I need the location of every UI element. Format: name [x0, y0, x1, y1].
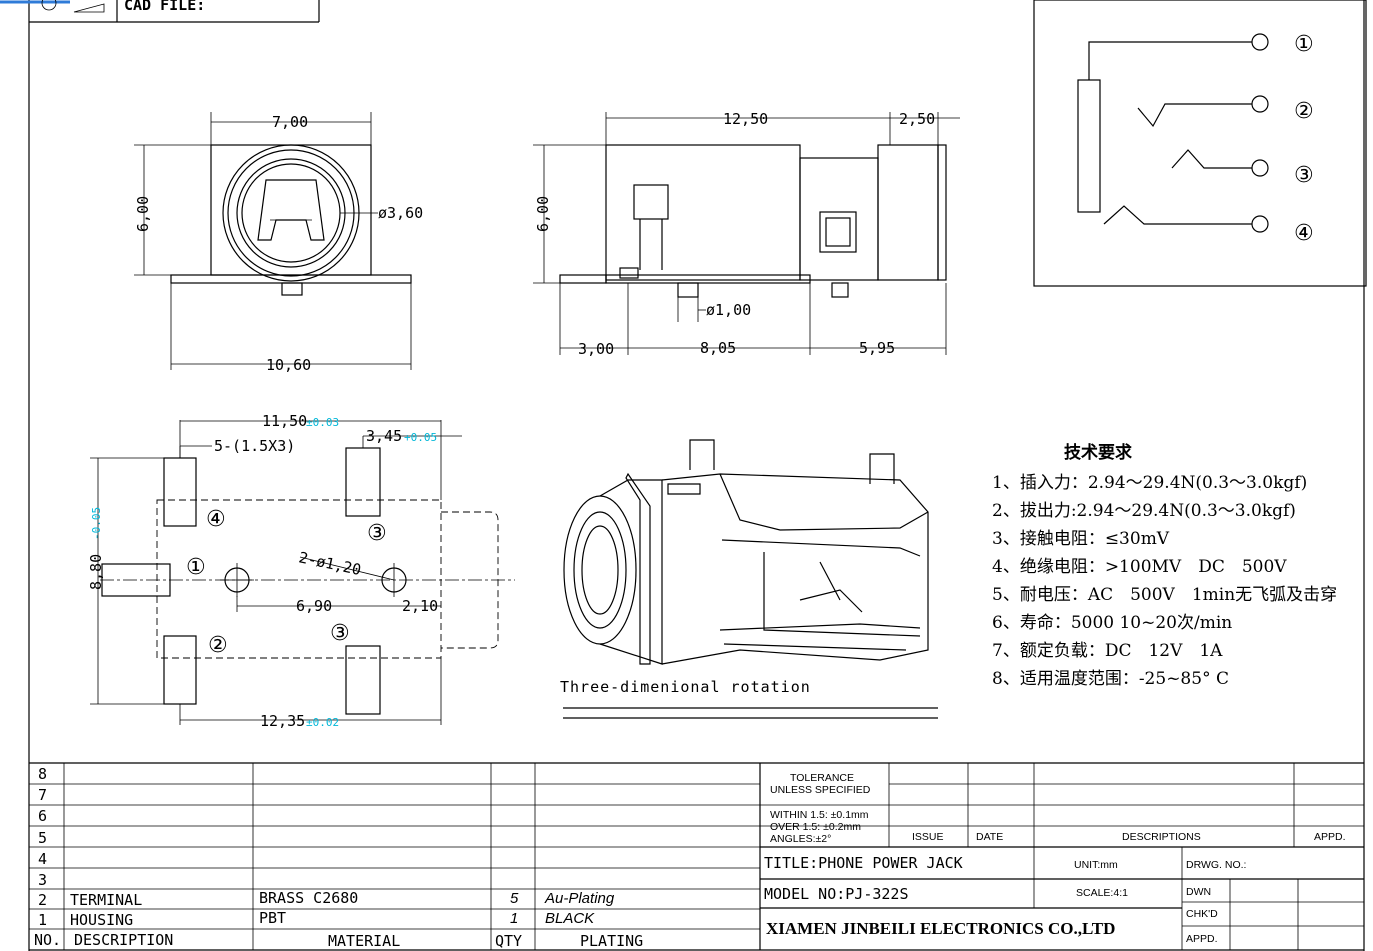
dim-side-left: 3,00: [578, 340, 614, 358]
pad-1: [101, 563, 171, 597]
dwn-label: DWN: [1186, 886, 1211, 898]
dim-footprint-hole-right: 2,10: [402, 597, 438, 615]
requirement-7: 7、额定负载：DC 12V 1A: [992, 641, 1223, 661]
bom-row-number-2: 2: [38, 891, 47, 909]
pad-4: [163, 457, 197, 527]
dim-footprint-right: 3,45: [366, 427, 402, 445]
bom-housing-plating: BLACK: [545, 910, 595, 927]
dim-side-right: 5,95: [859, 339, 895, 357]
schematic-pin-3: ③: [1294, 163, 1314, 188]
bom-terminal-plating: Au-Plating: [544, 890, 615, 907]
requirement-2: 2、拔出力:2.94～29.4N(0.3～3.0kgf): [992, 501, 1296, 521]
schematic-pin-2: ②: [1294, 99, 1314, 124]
projection-symbol-icon: [41, 0, 57, 11]
bom-header-qty: QTY: [495, 932, 522, 950]
requirement-8: 8、适用温度范围：-25~85° C: [992, 669, 1229, 689]
iso-caption: Three-dimenional rotation: [560, 678, 811, 696]
dim-side-height: 6,00: [534, 196, 552, 232]
dim-footprint-height: 8,80: [87, 554, 105, 590]
requirement-5: 5、耐电压：AC 500V 1min无飞弧及击穿: [992, 585, 1337, 605]
title-block: TOLERANCE UNLESS SPECIFIED WITHIN 1.5: ±…: [760, 763, 1364, 950]
footprint-pin-3-top: ③: [367, 521, 387, 546]
model-number: MODEL NO:PJ-322S: [764, 885, 909, 903]
pad-3-bottom: [345, 645, 381, 715]
requirement-3: 3、接触电阻：≤30mV: [992, 529, 1170, 549]
bom-row-number-3: 3: [38, 871, 47, 889]
bom-header-material: MATERIAL: [328, 932, 400, 950]
appd2-label: APPD.: [1186, 933, 1218, 945]
technical-requirements: 技术要求 1、插入力：2.94～29.4N(0.3～3.0kgf) 2、拔出力:…: [992, 442, 1337, 689]
side-view: 12,50 2,50 6,00 ø1,00 3,00 8,05 5,95: [533, 110, 960, 358]
bom-row-number-4: 4: [38, 850, 47, 868]
drwg-no-label: DRWG. NO.:: [1186, 859, 1246, 871]
bom-header-description: DESCRIPTION: [74, 931, 173, 949]
schematic-pin-4: ④: [1294, 221, 1314, 246]
tolerance-angles: ANGLES:±2°: [770, 833, 831, 845]
dim-side-front: 2,50: [899, 110, 935, 128]
footprint-pin-2: ②: [208, 633, 228, 658]
dim-footprint-pads: 5-(1.5X3): [214, 437, 295, 455]
bom-terminal-material: BRASS C2680: [259, 889, 358, 907]
bom-row-number-7: 7: [38, 786, 47, 804]
cad-file-box: CAD FILE:: [29, 0, 320, 23]
tolerance-title: TOLERANCE: [790, 772, 854, 784]
footprint-view: ④ ① ② ③ ③ 11,50 ±0.03 3,45 +0.05 5-(1.5X…: [87, 412, 515, 730]
dim-footprint-holes: 2-ø1,20: [297, 548, 363, 579]
bom-housing-description: HOUSING: [70, 911, 133, 929]
bom-row-number-1: 1: [38, 911, 47, 929]
dim-footprint-top: 11,50: [262, 412, 307, 430]
dim-footprint-right-tol: +0.05: [404, 431, 437, 444]
bom-terminal-description: TERMINAL: [70, 891, 142, 909]
appd-label: APPD.: [1314, 831, 1346, 843]
dim-side-pin: ø1,00: [706, 301, 751, 319]
tolerance-within: WITHIN 1.5: ±0.1mm: [770, 809, 869, 821]
dim-front-diameter: ø3,60: [378, 204, 423, 222]
dim-side-length: 12,50: [723, 110, 768, 128]
isometric-view: Three-dimenional rotation: [560, 439, 938, 719]
footprint-pin-3-bottom: ③: [330, 621, 350, 646]
tolerance-subtitle: UNLESS SPECIFIED: [770, 784, 871, 796]
bom-header-plating: PLATING: [580, 932, 643, 950]
bom-row-number-8: 8: [38, 765, 47, 783]
bom-table: 8 7 6 5 4 3 2 1 TERMINAL BRASS C2680 5 A…: [29, 762, 1364, 951]
requirement-1: 1、插入力：2.94～29.4N(0.3～3.0kgf): [992, 473, 1307, 493]
bom-header-no: NO.: [34, 931, 61, 949]
front-view: 7,00 6,00 ø3,60 10,60: [134, 112, 423, 374]
dim-front-width: 7,00: [272, 113, 308, 131]
dim-side-mid: 8,05: [700, 339, 736, 357]
requirements-title: 技术要求: [1064, 442, 1132, 463]
bom-terminal-qty: 5: [510, 890, 519, 907]
pad-3-top: [345, 447, 381, 517]
drawing-title: TITLE:PHONE POWER JACK: [764, 854, 963, 872]
date-label: DATE: [976, 831, 1003, 843]
footprint-pin-4: ④: [206, 507, 226, 532]
dim-footprint-bottom-tol: ±0.02: [306, 716, 339, 729]
issue-label: ISSUE: [912, 831, 944, 843]
dim-footprint-height-tol: -0.05: [90, 507, 103, 540]
schematic: ① ② ③ ④: [1033, 0, 1367, 287]
requirement-4: 4、绝缘电阻：>100MV DC 500V: [992, 557, 1287, 577]
dim-footprint-bottom: 12,35: [260, 712, 305, 730]
dim-footprint-spacing: 6,90: [296, 597, 332, 615]
dim-front-height: 6,00: [134, 196, 152, 232]
cad-file-label: CAD FILE:: [124, 0, 205, 14]
bom-housing-material: PBT: [259, 909, 286, 927]
dim-footprint-top-tol: ±0.03: [306, 416, 339, 429]
requirement-6: 6、寿命：5000 10~20次/min: [992, 613, 1232, 633]
descriptions-label: DESCRIPTIONS: [1122, 831, 1201, 843]
bom-row-number-6: 6: [38, 807, 47, 825]
unit-label: UNIT:mm: [1074, 859, 1118, 871]
chkd-label: CHK'D: [1186, 908, 1218, 920]
bom-housing-qty: 1: [510, 910, 518, 927]
schematic-pin-1: ①: [1294, 32, 1314, 57]
footprint-pin-1: ①: [186, 555, 206, 580]
pad-2: [163, 635, 197, 705]
bom-row-number-5: 5: [38, 829, 47, 847]
dim-front-base: 10,60: [266, 356, 311, 374]
company-name: XIAMEN JINBEILI ELECTRONICS CO.,LTD: [766, 919, 1115, 938]
tolerance-over: OVER 1.5: ±0.2mm: [770, 821, 861, 833]
scale-label: SCALE:4:1: [1076, 887, 1128, 899]
